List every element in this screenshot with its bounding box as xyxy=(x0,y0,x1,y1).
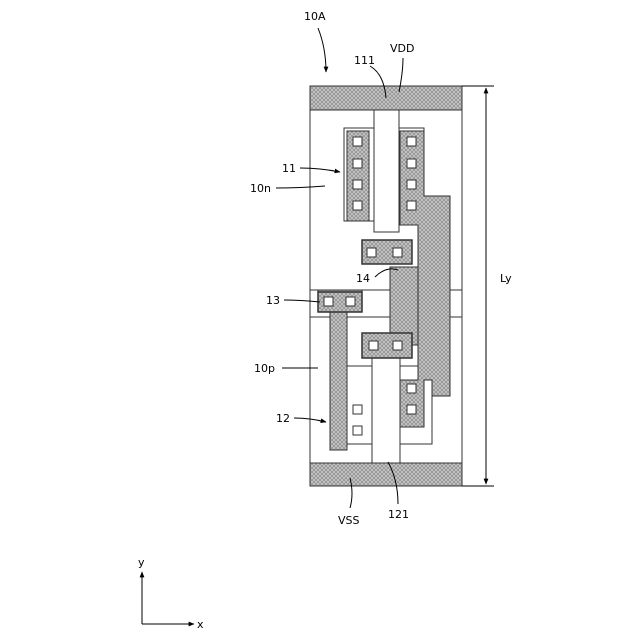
label-vdd: VDD xyxy=(390,42,414,55)
label-11: 11 xyxy=(282,162,296,175)
gate-top xyxy=(374,110,399,232)
axis-label-y: y xyxy=(138,556,145,569)
label-13: 13 xyxy=(266,294,280,307)
label-14: 14 xyxy=(356,272,370,285)
label-vss: VSS xyxy=(338,514,360,527)
label-12: 12 xyxy=(276,412,290,425)
label-10n: 10n xyxy=(250,182,271,195)
label-10p: 10p xyxy=(254,362,275,375)
gate-bottom xyxy=(372,358,400,463)
axis-label-x: x xyxy=(197,618,204,631)
label-10a: 10A xyxy=(304,10,326,23)
label-121: 121 xyxy=(388,508,409,521)
leader-10a xyxy=(318,28,326,72)
label-111: 111 xyxy=(354,54,375,67)
label-ly: Ly xyxy=(500,272,512,285)
